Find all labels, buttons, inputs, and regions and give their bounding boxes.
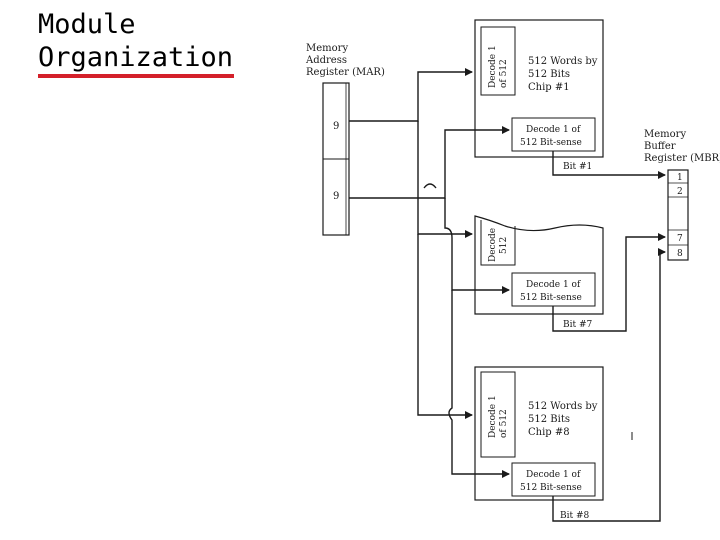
mbr-cell-1: 1: [677, 173, 683, 183]
chip-7-sense-label: Decode 1 of 512 Bit-sense: [520, 280, 583, 303]
column-address-bus: [349, 126, 510, 478]
mbr-label: Memory Buffer Register (MBR): [644, 129, 720, 164]
chip-7-bit-label: Bit #7: [563, 320, 593, 330]
chip-1-memory-label: 512 Words by 512 Bits Chip #1: [528, 56, 601, 93]
mar-field-bottom-label: 9: [333, 191, 339, 202]
title-accent-rule: [38, 74, 234, 78]
mar-field-top-label: 9: [333, 121, 339, 132]
chip-8-memory-label: 512 Words by 512 Bits Chip #8: [528, 401, 601, 438]
slide-title: Module Organization: [38, 8, 233, 74]
chip-1-bit-label: Bit #1: [563, 162, 592, 172]
mbr-cell-2: 2: [677, 187, 683, 197]
mbr-register: 1 2 7 8: [667, 169, 689, 261]
mbr-cell-8: 8: [677, 249, 683, 259]
chip-1-sense-label: Decode 1 of 512 Bit-sense: [520, 125, 583, 148]
slide-title-line-2: Organization: [38, 42, 234, 73]
chip-7-decoder-label: Decode 512: [488, 225, 509, 262]
slide-title-line-1: Module: [38, 9, 136, 40]
chip-8-sense-label: Decode 1 of 512 Bit-sense: [520, 470, 583, 493]
mar-register: 9 9: [322, 82, 350, 236]
chip-7: Decode 512 Decode 1 of 512 Bit-sense Bit…: [474, 215, 604, 330]
chip-1-decoder-label: Decode 1 of 512: [488, 42, 509, 88]
chip-1: Decode 1 of 512 512 Words by 512 Bits Ch…: [474, 19, 604, 172]
row-address-bus: [349, 68, 473, 419]
mar-label: Memory Address Register (MAR): [305, 43, 385, 78]
mbr-cell-7: 7: [677, 234, 683, 244]
chip-8: Decode 1 of 512 512 Words by 512 Bits Ch…: [474, 366, 604, 521]
chip-8-bit-label: Bit #8: [560, 511, 590, 521]
bit-output-lines: [552, 151, 666, 522]
chip-8-decoder-label: Decode 1 of 512: [488, 392, 509, 438]
